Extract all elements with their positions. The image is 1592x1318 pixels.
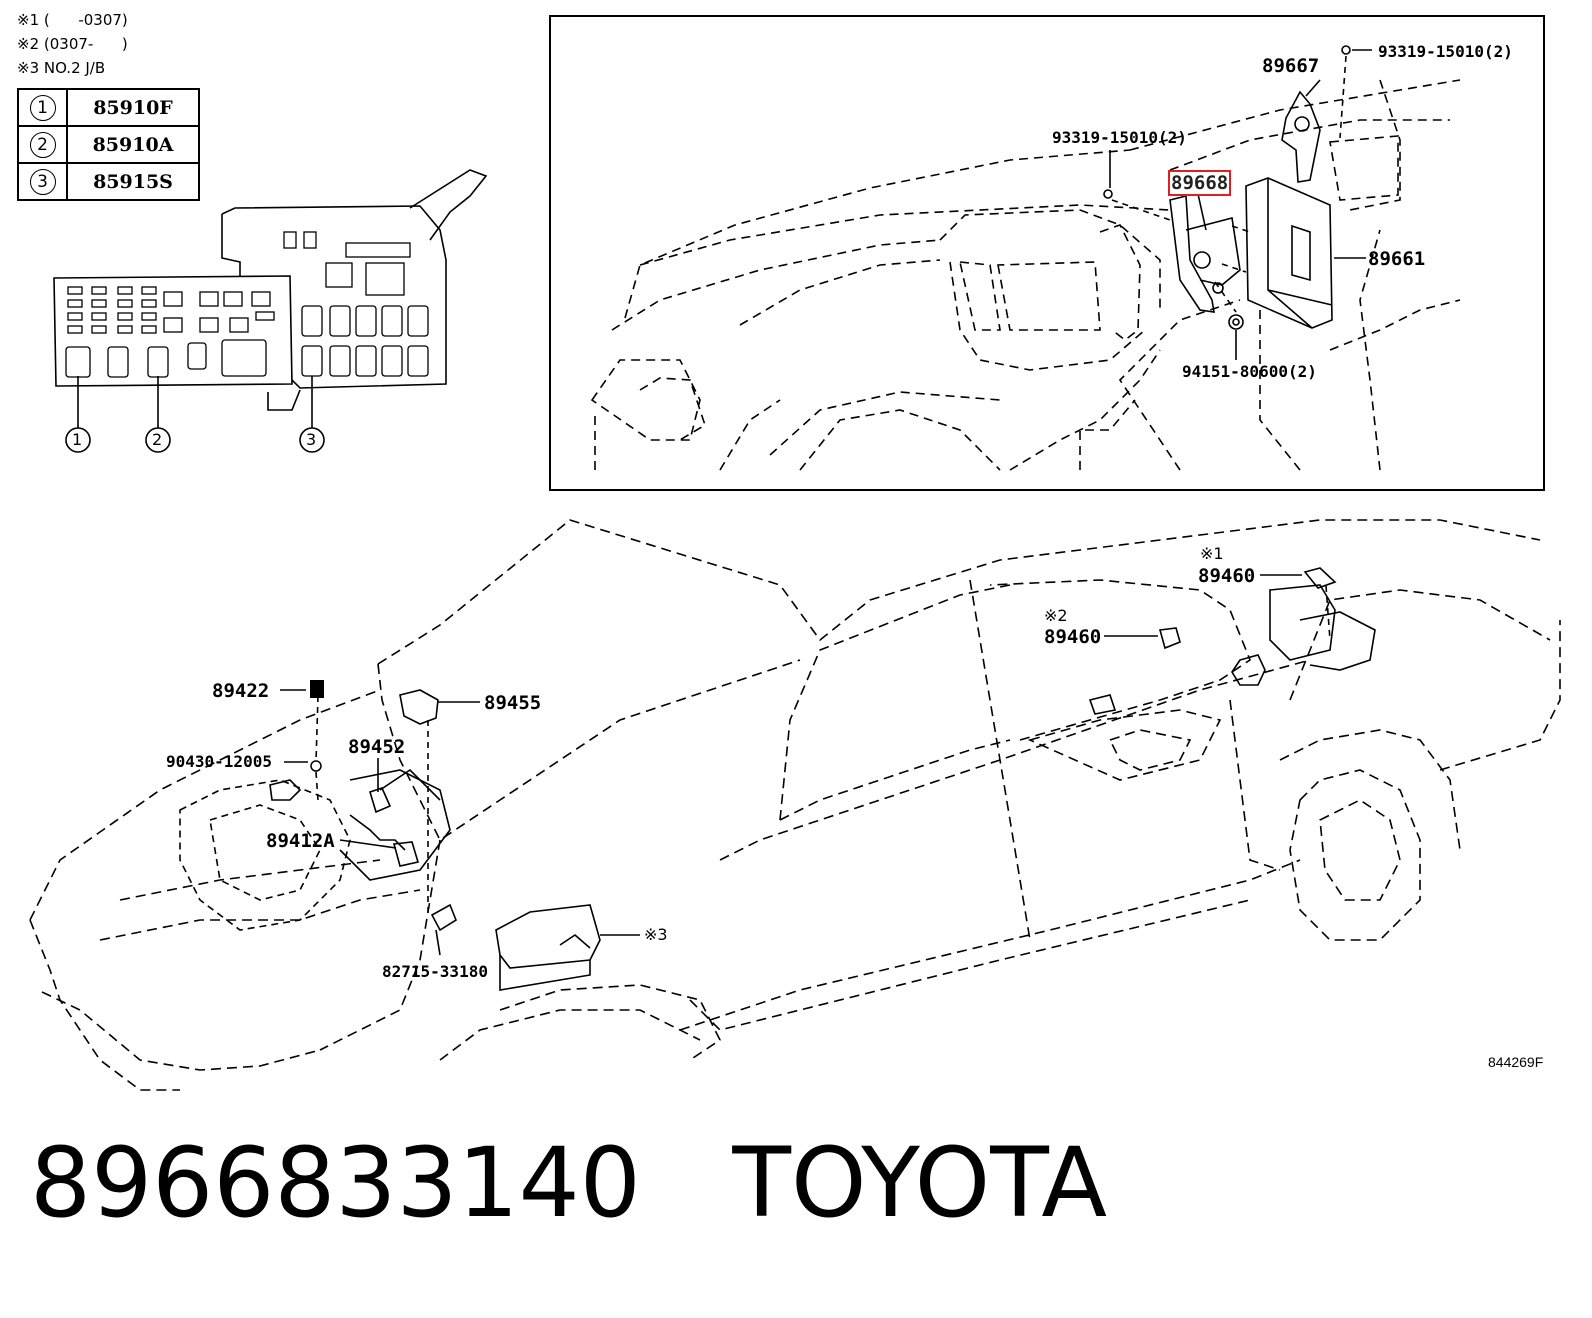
legend-code: 85910F [66,88,200,127]
label-bolt-left: 93319-15010(2) [1052,128,1187,147]
junction-block-drawing [53,169,488,453]
sensor-89422-shape [310,680,324,698]
label-89412a: 89412A [266,830,335,852]
label-gasket: 90430-12005 [166,752,272,771]
label-nut: 94151-80600(2) [1182,362,1317,381]
rear-parts-drawing [1088,567,1376,715]
inset-parts-drawing [1103,45,1399,360]
inset-frame [549,15,1545,491]
legend-code: 85915S [66,162,200,201]
legend-number: 2 [29,131,56,158]
gasket-shape [310,760,322,772]
mark-2: ※2 [1044,606,1068,625]
inset-dashboard-drawing [590,79,1461,471]
mark-1: ※1 [1200,544,1224,563]
label-89667: 89667 [1262,55,1320,77]
legend-row: 2 85910A [17,125,200,164]
label-89460-b: 89460 [1044,626,1102,648]
legend-number: 3 [29,168,56,195]
car-body-drawing [29,519,1561,1091]
brand-name: TOYOTA [732,1127,1108,1239]
jb-callout-1: 1 [72,430,83,449]
label-bolt-top: 93319-15010(2) [1378,42,1513,61]
label-89455: 89455 [484,692,542,714]
part-number: 8966833140 [30,1127,641,1239]
figure-code: 844269F [1488,1054,1544,1070]
jb-callout-2: 2 [152,430,163,449]
page-title: 8966833140 TOYOTA [30,1128,1107,1238]
engine-bay-drawing [179,689,601,991]
jb-callout-3: 3 [306,430,317,449]
legend-row: 1 85910F [17,88,200,127]
highlighted-part-label[interactable]: 89668 [1168,170,1232,196]
legend-code: 85910A [66,125,200,164]
leader-lines [280,574,1331,956]
legend-row: 3 85915S [17,162,200,201]
label-89422: 89422 [212,680,270,702]
label-89452: 89452 [348,736,406,758]
label-89661: 89661 [1368,248,1426,270]
mark-3: ※3 [644,925,668,944]
note-2: ※2 (0307- ) [17,35,128,53]
label-89460-a: 89460 [1198,565,1256,587]
note-3: ※3 NO.2 J/B [17,59,106,77]
note-1: ※1 ( -0307) [17,11,128,29]
legend-number: 1 [29,94,56,121]
label-relay: 82715-33180 [382,962,488,981]
junction-block-legend: 1 85910F 2 85910A 3 85915S [17,88,200,201]
